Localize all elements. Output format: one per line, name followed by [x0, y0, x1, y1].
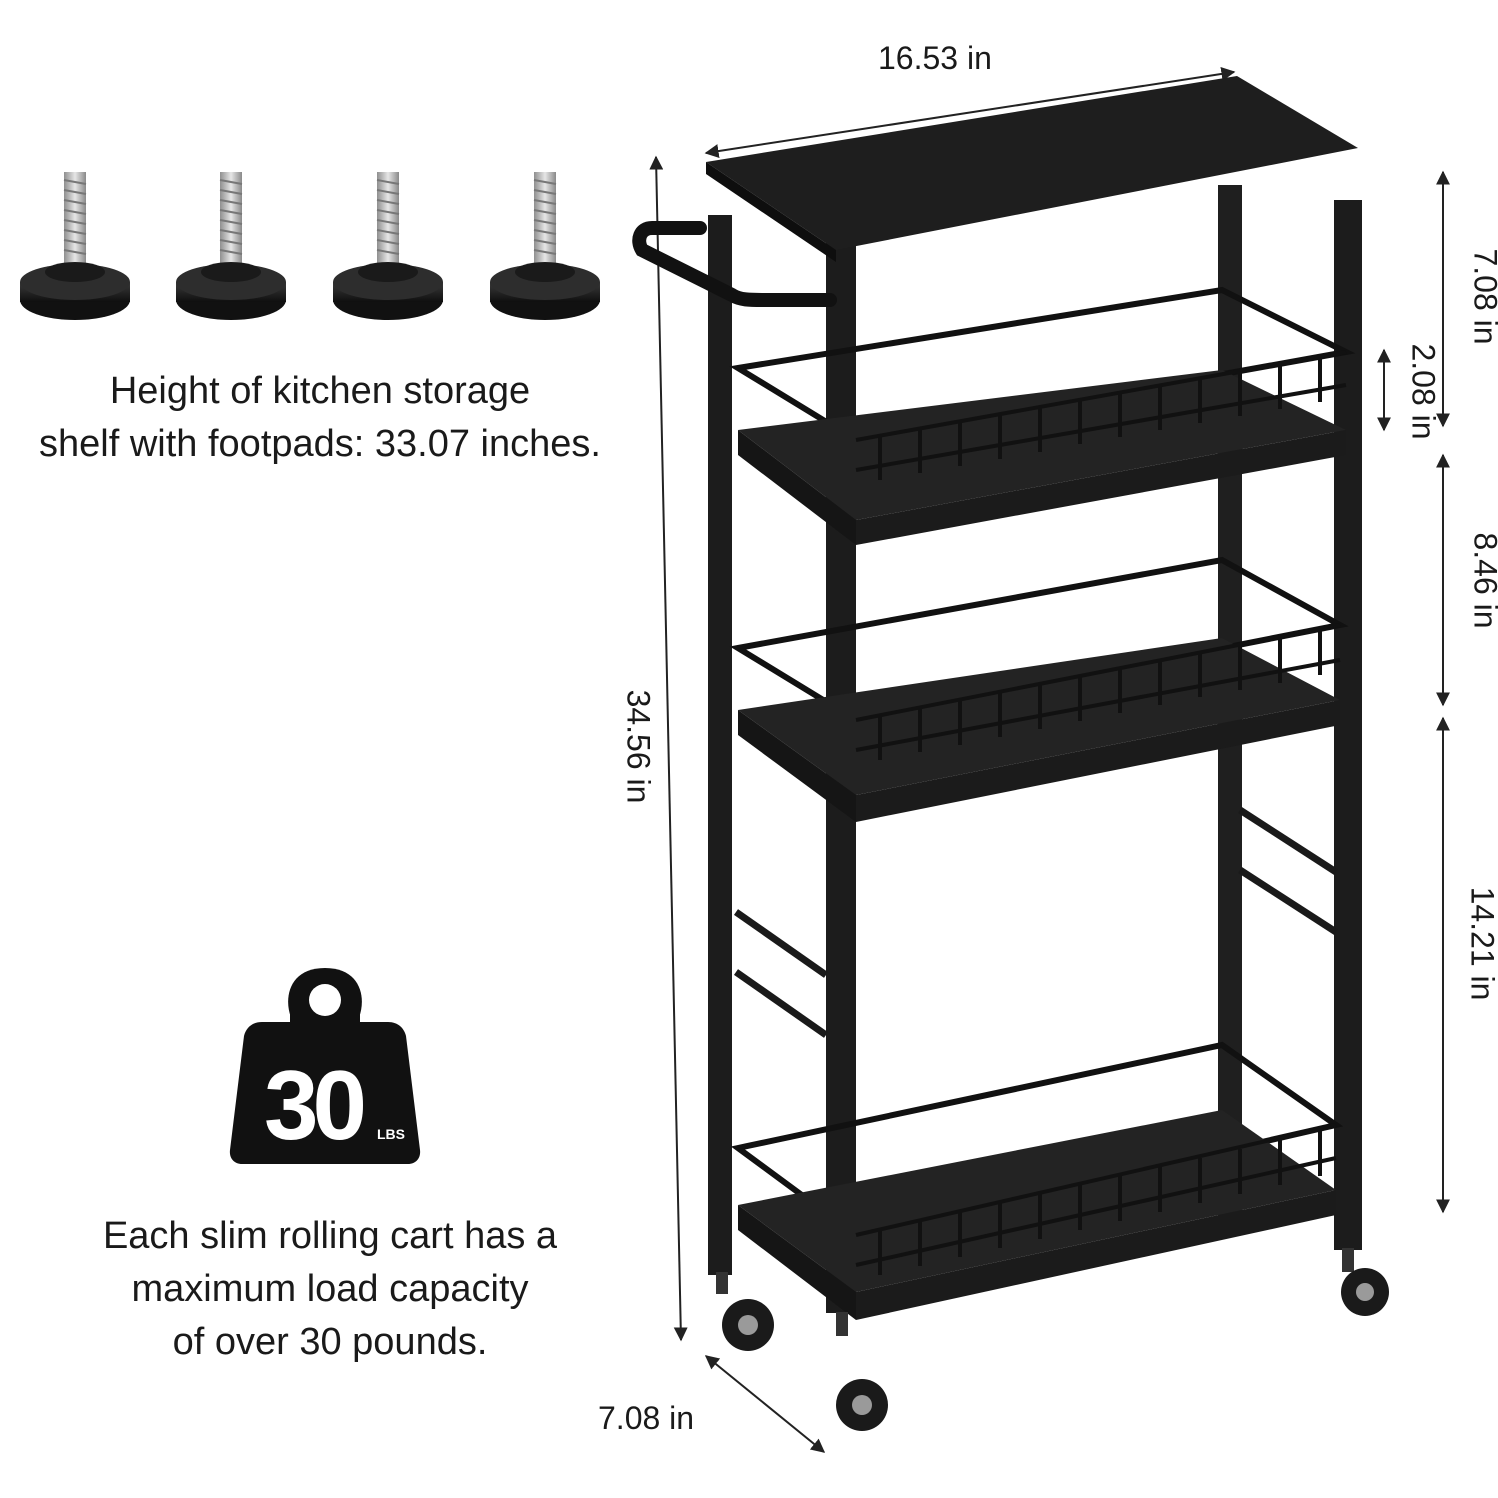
weight-icon	[229, 968, 421, 1164]
load-note-line2: maximum load capacity	[131, 1268, 529, 1310]
rolling-cart	[632, 76, 1389, 1431]
load-note: Each slim rolling cart has a maximum loa…	[20, 1210, 640, 1369]
footpad-4	[490, 172, 600, 320]
footpad-note: Height of kitchen storage shelf with foo…	[0, 365, 640, 471]
footpad-3	[333, 172, 443, 320]
basket-bottom	[730, 1041, 1344, 1320]
dimension-top-gap: 7.08 in	[1467, 248, 1498, 345]
dimension-width: 16.53 in	[878, 40, 992, 76]
weight-badge-unit: LBS	[377, 1126, 405, 1142]
weight-badge-value: 30	[264, 1050, 367, 1160]
footpad-1	[20, 172, 130, 320]
dimension-total-height: 34.56 in	[620, 689, 657, 804]
footpad-note-line2: shelf with footpads: 33.07 inches.	[39, 423, 601, 465]
dimension-lines	[649, 66, 1450, 1453]
load-note-line3: of over 30 pounds.	[172, 1321, 488, 1363]
load-note-line1: Each slim rolling cart has a	[102, 1215, 558, 1257]
dimension-middle-gap: 8.46 in	[1467, 532, 1498, 629]
caster-wheels	[716, 1248, 1389, 1431]
wire-grid	[878, 358, 1322, 1275]
dimension-basket-rail: 2.08 in	[1405, 343, 1442, 440]
footpad-note-line1: Height of kitchen storage	[109, 370, 531, 412]
footpad-set	[20, 172, 600, 320]
footpad-2	[176, 172, 286, 320]
dimension-bottom-gap: 14.21 in	[1464, 886, 1498, 1001]
dimension-depth: 7.08 in	[598, 1400, 695, 1436]
